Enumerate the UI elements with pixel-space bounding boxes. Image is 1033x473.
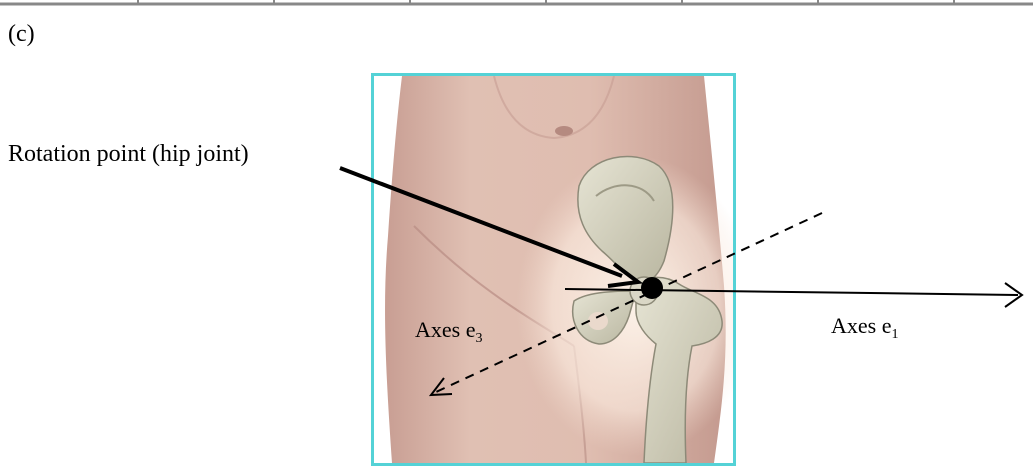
rotation-point-leader-arrow xyxy=(340,168,622,276)
axis-e3-label: Axes e3 xyxy=(415,316,482,353)
axis-e3-line xyxy=(436,213,822,392)
axis-e3-text: Axes e xyxy=(415,317,475,342)
axis-e1-line xyxy=(565,289,1018,295)
axis-e1-subscript: 1 xyxy=(891,327,898,342)
axis-e1-text: Axes e xyxy=(831,313,891,338)
hip-joint-marker-icon xyxy=(641,277,663,299)
rotation-arrowhead-icon xyxy=(608,264,638,286)
axis-e3-subscript: 3 xyxy=(475,331,482,346)
rotation-point-label: Rotation point (hip joint) xyxy=(8,140,249,168)
axis-e3-arrowhead-icon xyxy=(431,378,452,395)
axis-e1-label: Axes e1 xyxy=(831,312,898,349)
